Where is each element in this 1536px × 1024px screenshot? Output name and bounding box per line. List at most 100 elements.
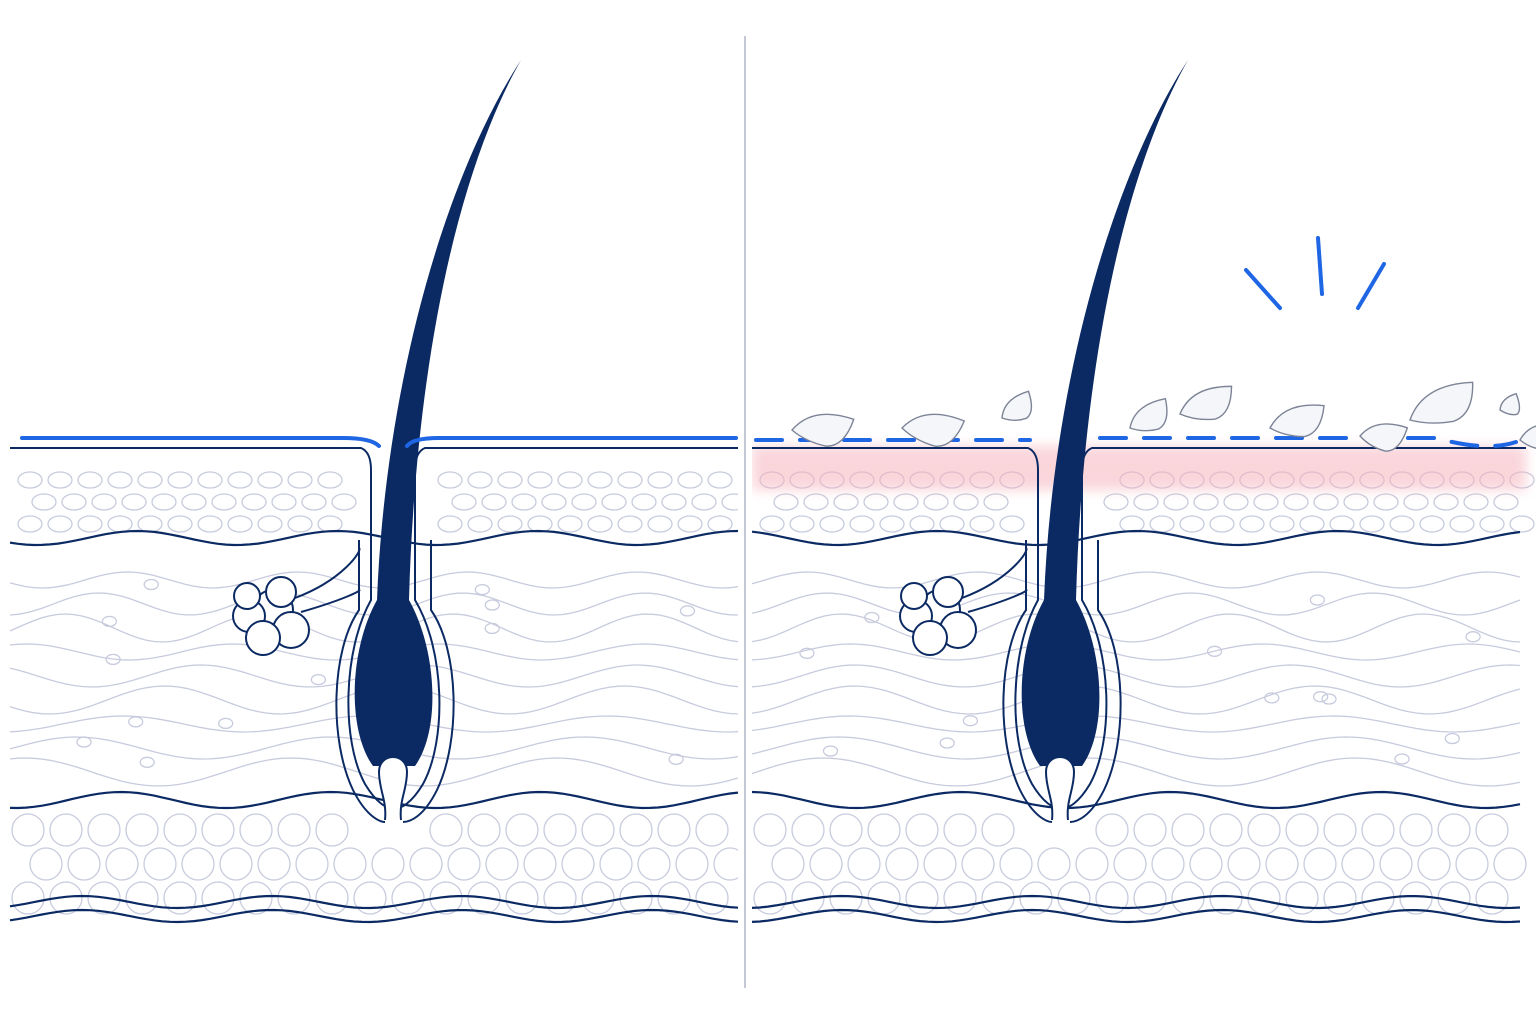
dermis-cell [1444,732,1460,745]
dermis-cell [76,736,92,748]
fat-cell [809,847,843,881]
fat-cell [657,881,691,915]
epidermis-cell [227,515,253,533]
fat-cell [581,813,615,847]
fat-cell [315,881,349,915]
epidermis-cell [647,515,673,533]
epidermis-cell [301,493,327,511]
epidermis-cell [497,471,523,489]
dermis-hypodermis-boundary [752,790,1521,810]
epidermis-cell [17,515,43,533]
skin-flake [901,413,966,447]
dermis-fibre [752,592,1521,616]
dermis-fibre [752,613,1521,643]
epidermis-cell [271,493,297,511]
fat-cell [391,881,425,915]
fat-cell [791,813,825,847]
epidermis-cell [617,515,643,533]
epidermis-cell [1209,515,1235,533]
fat-cell [29,847,63,881]
dermis-cell [139,756,155,768]
fat-cell [847,847,881,881]
fat-cell [581,881,615,915]
fat-cell [543,813,577,847]
fat-cell [999,847,1033,881]
dermis-fibre [9,571,738,589]
epidermis-cell [1509,515,1535,533]
epidermis-cell [1283,493,1309,511]
epidermis-cell [1103,493,1129,511]
gland-lobe [932,576,964,608]
sebaceous-gland [232,576,310,656]
fat-cell [753,813,787,847]
fat-cell [695,881,729,915]
epidermis-cell [707,471,733,489]
follicle-inner-right [1063,470,1108,809]
fat-cell [1171,813,1205,847]
fat-cell [1379,847,1413,881]
fat-cell [277,881,311,915]
fat-cell [599,847,633,881]
gland-lobe [233,582,261,610]
epidermis-cell [287,515,313,533]
fat-cell [1285,881,1319,915]
fat-cell [467,881,501,915]
epidermis-cell [721,493,738,511]
epidermis-cell [287,471,313,489]
skin-barrier-left [20,436,381,448]
fat-cell [657,813,691,847]
epidermis-cell [121,493,147,511]
epidermis-cell [1223,493,1249,511]
epidermis-cell [879,515,905,533]
hair-shaft [1021,60,1188,766]
skin-surface-left [752,447,1039,471]
skin-flake [1519,422,1536,451]
epidermis-cell [677,471,703,489]
fat-cell [695,813,729,847]
epidermis-cell [999,515,1025,533]
fat-cell [163,813,197,847]
fat-cell [201,881,235,915]
fat-cell [943,813,977,847]
fat-cell [447,847,481,881]
dermis-cell [1309,594,1326,606]
fat-cell [429,813,463,847]
dermis-fibre [752,715,1521,733]
dermal-epidermal-junction [9,529,738,547]
fat-cell [67,847,101,881]
fat-cell [1475,881,1509,915]
dermis-cell [799,647,815,659]
epidermis-cell [833,493,859,511]
epidermis-cell [759,515,785,533]
hypodermis-line-upper [9,894,738,910]
fat-cell [1209,813,1243,847]
epidermis-cell [451,493,477,511]
fat-cell [1227,847,1261,881]
dermal-papilla [377,756,409,821]
epidermis-cell [601,493,627,511]
dermis-cell [1465,631,1481,643]
skin-flake [1499,392,1521,416]
epidermis-cell [1179,515,1205,533]
gland-lobe [900,582,928,610]
fat-cell [1285,813,1319,847]
gland-lobe [912,620,948,656]
dermis-cell [101,615,118,628]
fat-cell [505,813,539,847]
fat-cell [333,847,367,881]
epidermis-cell [677,515,703,533]
epidermis-cell [969,515,995,533]
fat-cell [885,847,919,881]
dermis-cell [218,717,234,730]
fat-cell [771,847,805,881]
fat-cell [829,813,863,847]
epidermis-cell [893,493,919,511]
epidermis-cell [557,515,583,533]
fat-cell [1133,813,1167,847]
fat-cell [713,847,738,881]
epidermis-cell [211,493,237,511]
fat-cell [1361,813,1395,847]
fat-cell [675,847,709,881]
epidermis-cell [1343,493,1369,511]
